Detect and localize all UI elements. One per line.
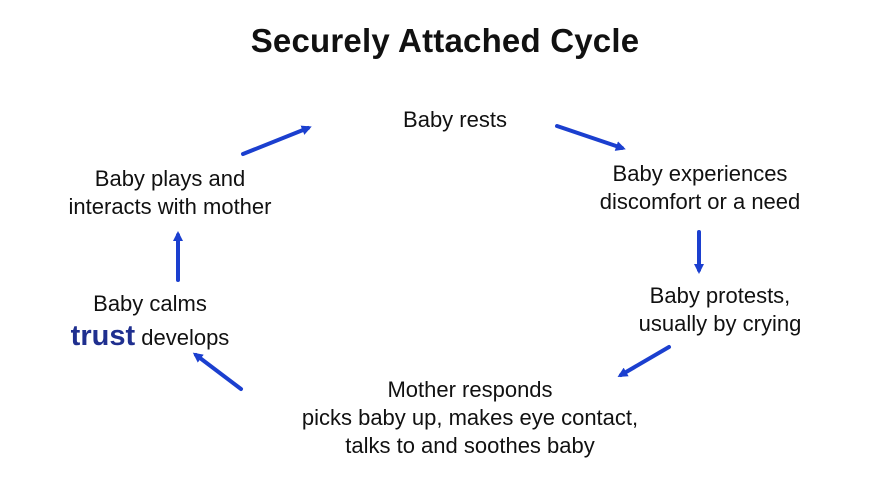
node-mother-responds-line2: picks baby up, makes eye contact, bbox=[301, 405, 639, 430]
node-baby-calms-line1: Baby calms bbox=[93, 291, 207, 316]
node-baby-rests-line1: Baby rests bbox=[403, 107, 507, 132]
arrow-protests-to-mother bbox=[617, 345, 671, 378]
trust-emphasis: trust bbox=[70, 320, 136, 352]
node-baby-protests-line2: usually by crying bbox=[638, 311, 802, 336]
diagram-title: Securely Attached Cycle bbox=[250, 22, 640, 59]
node-baby-plays-line1: Baby plays and bbox=[94, 166, 246, 191]
node-mother-responds-line1: Mother responds bbox=[387, 377, 553, 402]
arrow-mother-to-calms bbox=[192, 352, 243, 391]
node-baby-calms-line2: trust develops bbox=[20, 322, 280, 352]
node-baby-discomfort-line1: Baby experiences bbox=[612, 161, 788, 186]
arrow-rests-to-discomfort bbox=[555, 124, 626, 151]
node-baby-protests: Baby protests, usually by crying bbox=[580, 282, 860, 338]
node-baby-discomfort-line2: discomfort or a need bbox=[599, 189, 801, 214]
node-baby-plays: Baby plays and interacts with mother bbox=[20, 165, 320, 221]
trust-develops-text: develops bbox=[135, 325, 230, 350]
node-baby-plays-line2: interacts with mother bbox=[68, 194, 272, 219]
node-baby-calms: Baby calms trust develops bbox=[20, 290, 280, 352]
node-mother-responds-line3: talks to and soothes baby bbox=[345, 433, 595, 458]
node-baby-discomfort: Baby experiences discomfort or a need bbox=[540, 160, 860, 216]
node-baby-rests: Baby rests bbox=[330, 106, 580, 134]
arrow-plays-to-rests bbox=[241, 125, 312, 156]
node-mother-responds: Mother responds picks baby up, makes eye… bbox=[220, 376, 720, 460]
node-baby-protests-line1: Baby protests, bbox=[649, 283, 791, 308]
